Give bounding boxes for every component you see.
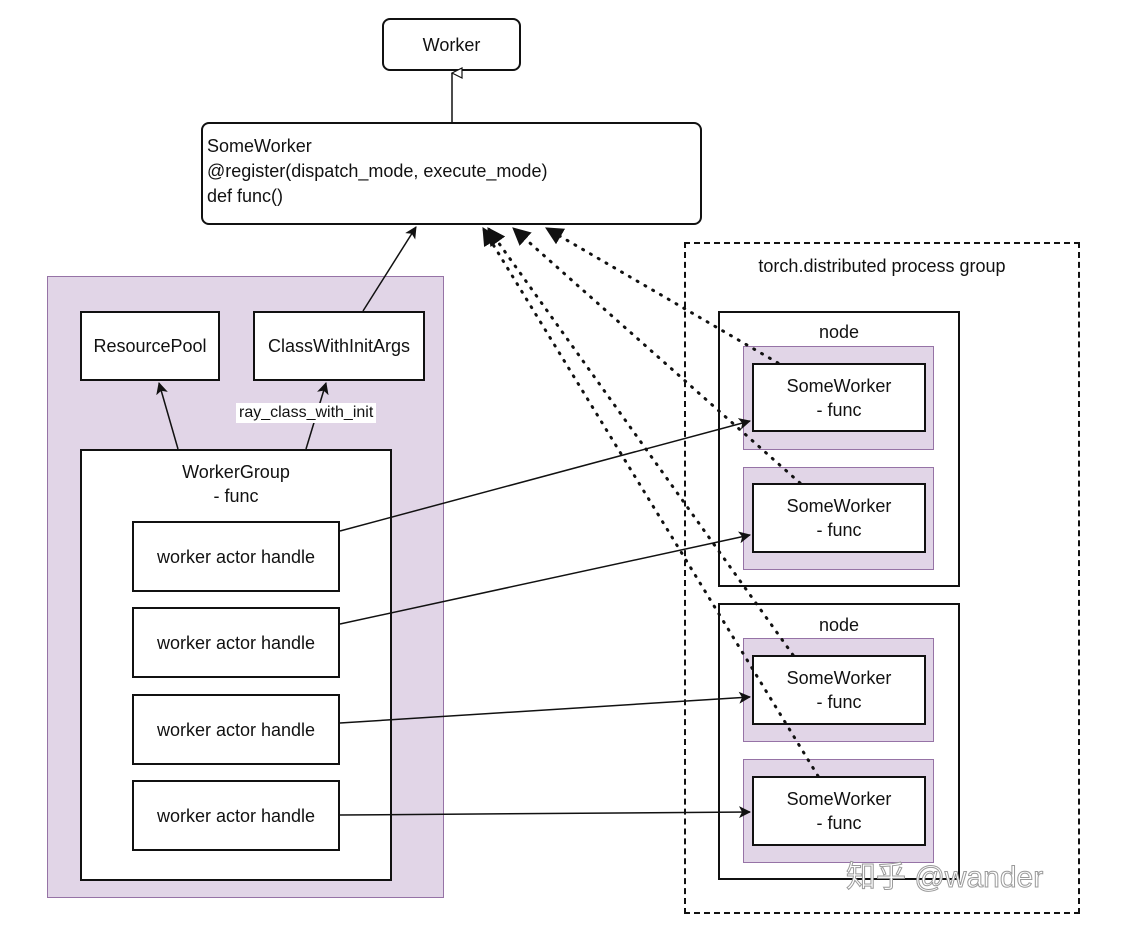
worker-actor-handle-2: worker actor handle — [132, 607, 340, 678]
process-group-title: torch.distributed process group — [758, 256, 1006, 276]
node-1-some-worker-2: SomeWorker - func — [752, 483, 926, 553]
class-with-init-args-box: ClassWithInitArgs — [253, 311, 425, 381]
worker-class-box: Worker — [382, 18, 521, 71]
handle-edge-3 — [339, 691, 751, 724]
node-box-1 — [718, 311, 960, 587]
dotted-edge-3 — [486, 226, 795, 657]
node-2-some-worker-2: SomeWorker - func — [752, 776, 926, 846]
worker-actor-handle-1: worker actor handle — [132, 521, 340, 592]
resource-pool-box: ResourcePool — [80, 311, 220, 381]
class-init-to-someworker-edge — [362, 226, 417, 312]
some-worker-decorator: @register(dispatch_mode, execute_mode) — [207, 161, 548, 181]
process-group-boundary — [684, 242, 1080, 914]
dotted-edge-4 — [481, 226, 820, 778]
watermark-text: 知乎 @wander — [845, 861, 1044, 895]
node-label-2: node — [818, 615, 860, 635]
worker-actor-handle-4: worker actor handle — [132, 780, 340, 851]
handle-edge-4 — [339, 806, 751, 819]
some-worker-class-box: SomeWorker @register(dispatch_mode, exec… — [201, 122, 702, 225]
some-worker-class-name: SomeWorker — [207, 136, 312, 156]
ray-class-with-init-label: ray_class_with_init — [236, 403, 377, 423]
dotted-edge-2 — [511, 226, 802, 485]
worker-actor-handle-3: worker actor handle — [132, 694, 340, 765]
some-worker-method: def func() — [207, 186, 284, 206]
worker-group-title: WorkerGroup - func — [182, 462, 290, 506]
handle-edge-2 — [339, 531, 751, 625]
node-label-1: node — [818, 322, 860, 342]
node-box-2 — [718, 603, 960, 880]
handle-edge-1 — [339, 418, 751, 532]
dotted-edge-1 — [544, 226, 780, 365]
node-1-some-worker-1: SomeWorker - func — [752, 363, 926, 432]
workergroup-to-resourcepool-edge — [156, 382, 179, 450]
